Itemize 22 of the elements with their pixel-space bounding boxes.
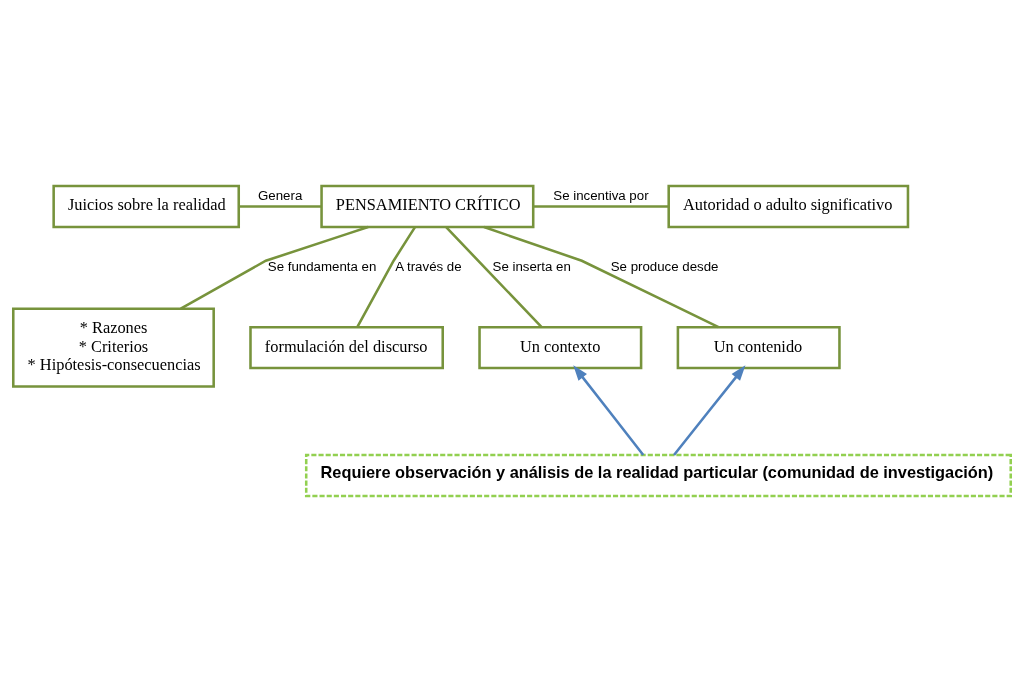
edge-label: A través de [394, 258, 462, 274]
connector [532, 204, 669, 208]
node-box: PENSAMIENTO CRÍTICO [319, 184, 534, 228]
connector [483, 225, 719, 328]
node-box: formulación del discurso [248, 325, 444, 369]
arrow [672, 364, 745, 456]
edge-label: Genera [257, 187, 302, 203]
connector [355, 225, 416, 328]
node-box: Autoridad o adulto significativo [666, 184, 909, 228]
connector [238, 204, 321, 208]
node-box: Un contexto [477, 325, 642, 369]
connector [444, 225, 543, 328]
node-box: Requiere observación y análisis de la realidad particular (comunidad de investigación) [304, 453, 1012, 497]
edge-label: Se incentiva por [552, 187, 649, 203]
edge-label: Se fundamenta en [267, 258, 376, 274]
edge-label: Se produce desde [610, 258, 719, 274]
edge-label: Se inserta en [492, 258, 571, 274]
node-box: Juicios sobre la realidad [51, 184, 240, 228]
node-box: Un contenido [676, 325, 841, 369]
node-box: * Razones * Criterios * Hipótesis-consecuencias [11, 307, 215, 388]
arrow [572, 364, 644, 456]
connector [179, 225, 369, 310]
